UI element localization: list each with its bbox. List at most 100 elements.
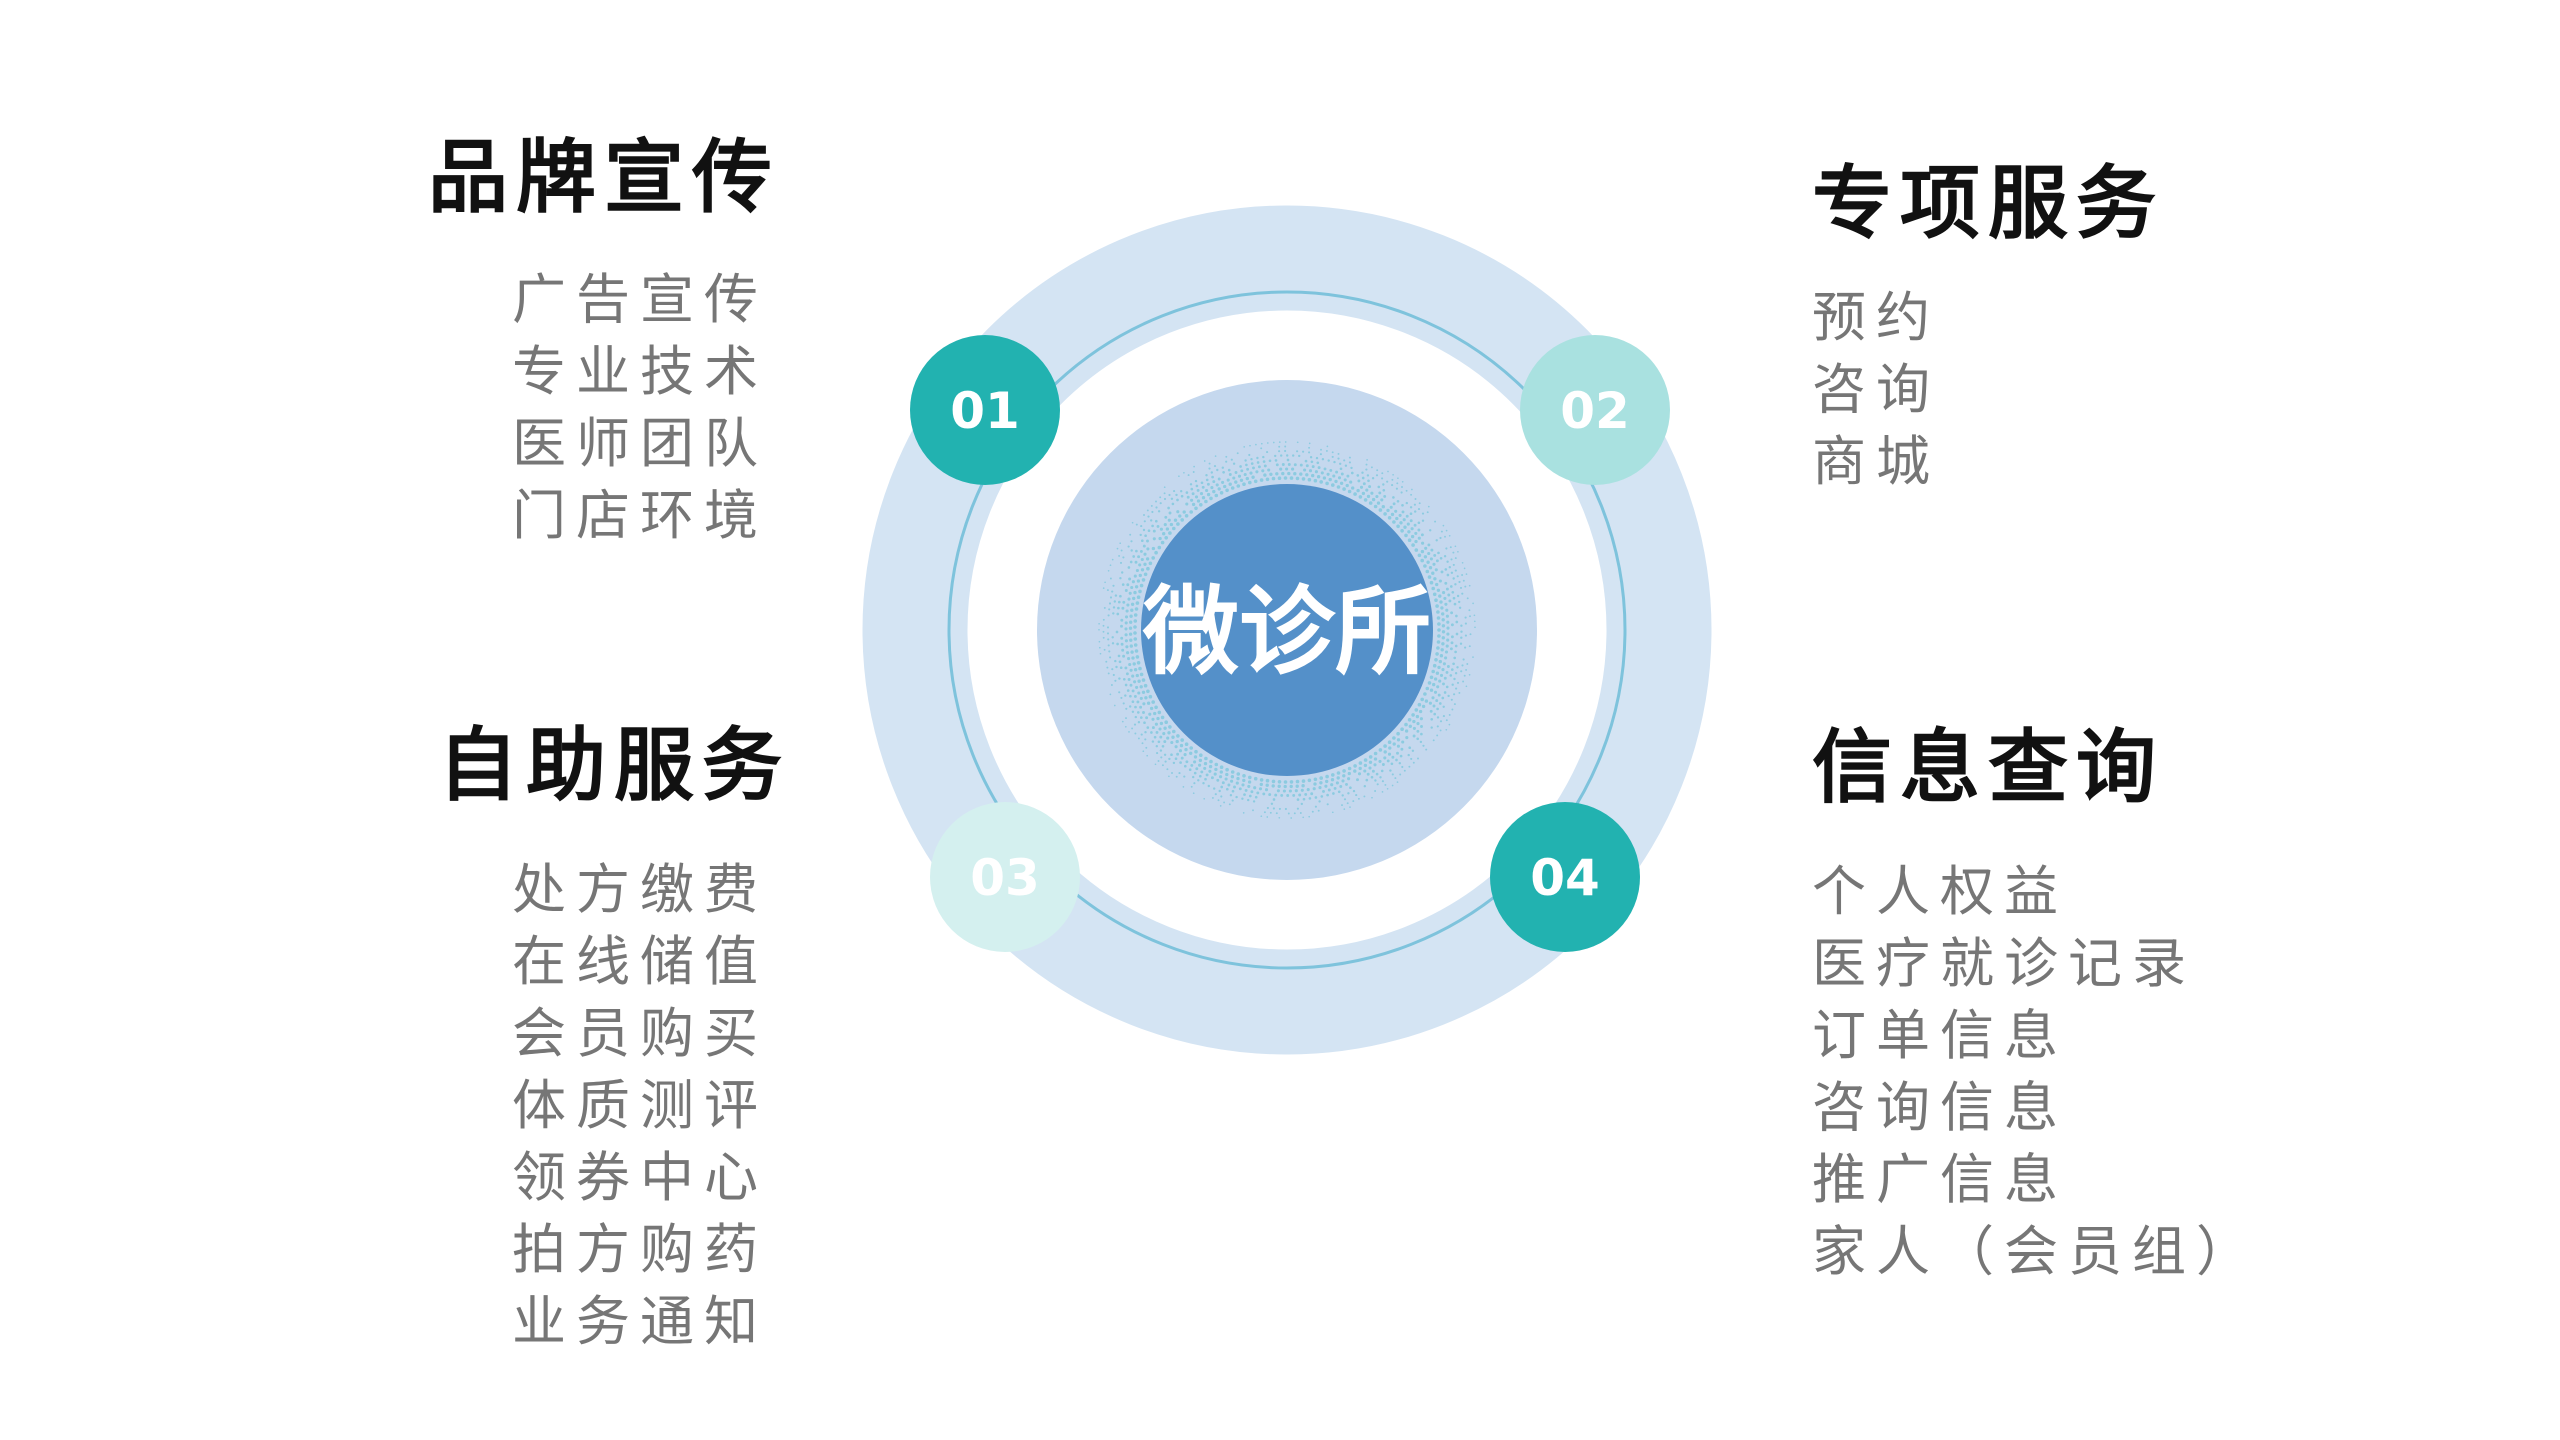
list-item: 咨询 [1812,358,1940,421]
halo-dot [1112,584,1115,587]
halo-dot [1143,683,1148,688]
halo-dot [1427,575,1432,579]
halo-dot [1445,547,1448,550]
center-label: 微诊所 [1142,576,1431,688]
halo-dot [1143,572,1148,577]
halo-dot [1264,788,1269,792]
halo-dot [1154,763,1157,766]
halo-dot [1366,494,1371,499]
halo-dot [1250,462,1254,465]
halo-dot [1198,774,1202,778]
halo-dot [1119,577,1122,580]
halo-dot [1341,804,1343,807]
halo-dot [1405,501,1409,505]
halo-dot [1139,716,1143,719]
halo-dot [1253,479,1258,484]
list-item: 业务通知 [512,1290,768,1353]
halo-dot [1302,816,1305,819]
halo-dot [1437,551,1440,555]
halo-dot [1219,765,1224,769]
halo-dot [1134,585,1139,589]
halo-dot [1314,796,1318,799]
halo-dot [1169,522,1174,527]
halo-dot [1347,766,1352,771]
halo-dot [1444,656,1448,660]
section-special: 专项服务 预约 咨询 商城 [1812,156,2164,498]
halo-dot [1129,638,1133,642]
halo-dot [1313,782,1317,786]
halo-dot [1299,812,1302,814]
halo-dot [1376,783,1379,786]
halo-dot [1219,805,1222,807]
halo-dot [1326,793,1329,797]
halo-dot [1178,475,1180,478]
halo-dot [1193,755,1198,759]
halo-dot [1449,674,1453,677]
halo-dot [1121,648,1125,652]
halo-dot [1168,511,1172,515]
halo-dot [1454,545,1457,548]
halo-dot [1463,674,1466,677]
halo-dot [1262,460,1266,463]
halo-dot [1220,795,1223,798]
halo-dot [1417,521,1421,525]
halo-dot [1269,472,1273,476]
halo-dot [1134,649,1139,653]
halo-dot [1178,749,1183,753]
dotted-halo [1098,441,1476,819]
halo-dot [1429,557,1433,561]
halo-dot [1432,663,1437,668]
halo-dot [1190,763,1194,767]
halo-dot [1347,771,1351,776]
halo-dot [1419,717,1423,721]
halo-dot [1157,760,1160,762]
halo-dot [1342,774,1346,778]
halo-dot [1163,497,1167,501]
halo-dot [1454,557,1457,560]
halo-dot [1283,784,1287,789]
halo-dot [1411,713,1415,717]
halo-dot [1284,807,1287,811]
halo-dot [1241,797,1244,800]
halo-dot [1434,598,1438,602]
halo-dot [1328,477,1332,482]
halo-dot [1409,512,1413,516]
halo-dot [1401,480,1404,483]
halo-dot [1445,670,1449,674]
halo-dot [1366,459,1368,461]
halo-dot [1133,680,1137,684]
halo-dot [1453,677,1456,681]
halo-dot [1127,657,1131,661]
halo-dot [1432,739,1435,742]
halo-dot [1122,600,1126,604]
halo-dot [1353,769,1357,773]
halo-dot [1118,554,1121,557]
halo-dot [1370,775,1374,779]
halo-dot [1361,491,1366,496]
halo-dot [1183,471,1185,474]
halo-dot [1301,477,1306,481]
halo-dot [1203,761,1208,766]
halo-dot [1128,577,1132,581]
halo-dot [1287,812,1290,815]
halo-dot [1461,561,1464,564]
halo-dot [1277,476,1282,481]
halo-dot [1248,453,1251,457]
halo-dot [1143,721,1146,725]
halo-dot [1131,521,1134,524]
halo-dot [1399,754,1403,758]
halo-dot [1269,811,1272,814]
halo-dot [1441,642,1445,646]
halo-dot [1445,587,1449,591]
halo-dot [1376,501,1381,505]
halo-dot [1120,618,1124,622]
halo-dot [1168,757,1171,761]
halo-dot [1435,699,1439,703]
halo-dot [1151,524,1154,528]
halo-dot [1320,795,1324,798]
section-brand-list: 广告宣传 专业技术 医师团队 门店环境 [512,264,780,552]
halo-dot [1464,585,1467,588]
halo-dot [1203,766,1207,770]
halo-dot [1102,630,1105,633]
halo-dot [1168,775,1170,778]
